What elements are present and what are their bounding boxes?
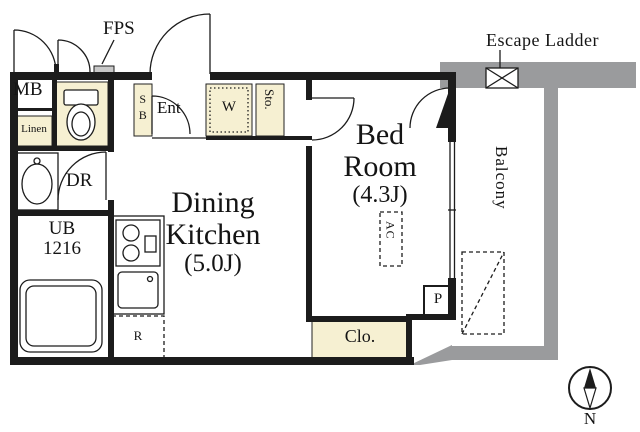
balcony-bottom-wall (452, 346, 558, 360)
compass-north-label: N (583, 409, 597, 428)
meter-box-door-arc (13, 29, 57, 73)
linen-area (15, 115, 53, 147)
shoe-box-door-arc (151, 95, 191, 135)
pipe-space-label: P (433, 291, 443, 307)
escape-ladder-icon (485, 50, 519, 89)
kitchen-counter-icon (111, 215, 165, 315)
pipe-space-box (423, 285, 453, 317)
compass-icon (568, 366, 612, 411)
balcony-right-wall (544, 62, 558, 360)
balcony-structure (410, 62, 636, 365)
balcony-diagonal-wall (410, 345, 452, 365)
storage-area (255, 83, 285, 137)
dining-kitchen-label: Dining Kitchen (5.0J) (118, 187, 308, 277)
escape-ladder-label: Escape Ladder (486, 30, 599, 50)
unit-bath-line2: 1216 (43, 238, 81, 260)
unit-bath-label: UB 1216 (26, 218, 98, 260)
bedroom-line1: Bed (355, 118, 405, 151)
refrigerator-box (111, 315, 165, 359)
washing-machine-pad-icon (209, 87, 249, 133)
bedroom-line2: Room (343, 149, 417, 183)
fridge-label: R (133, 328, 143, 343)
entrance-label: Ent (157, 98, 181, 117)
balcony-window (448, 142, 456, 278)
meter-box-door2-arc (57, 39, 91, 73)
walls (10, 64, 456, 365)
balcony-label: Balcony (492, 146, 512, 210)
closet-area (311, 319, 409, 359)
washer-area (205, 83, 253, 137)
ac-label: AC (383, 221, 398, 240)
balcony-hatch-box (461, 251, 505, 335)
dressing-room-label: DR (66, 170, 93, 191)
shoe-box-label: SB (135, 92, 150, 124)
washbasin-icon (15, 152, 59, 211)
bedroom-door-arc (311, 97, 355, 141)
dining-kitchen-line1: Dining (171, 186, 255, 219)
dressing-room-door-arc (57, 151, 107, 201)
washer-label: W (221, 99, 237, 115)
bathtub-icon (19, 279, 103, 353)
unit-bath-line1: UB (48, 218, 76, 239)
closet-label: Clo. (344, 326, 376, 346)
dining-kitchen-line2: Kitchen (165, 217, 261, 251)
fps-label: FPS (103, 18, 135, 39)
highlight-areas (15, 81, 409, 359)
dining-kitchen-size: (5.0J) (184, 249, 242, 277)
entrance-door-arc (149, 13, 211, 75)
door-swings (13, 13, 451, 201)
bedroom-label: Bed Room (4.3J) (310, 119, 450, 208)
balcony-top-wall (440, 62, 636, 88)
toilet-icon (63, 89, 99, 141)
linen-label: Linen (21, 123, 47, 135)
meter-box-label: MB (13, 79, 43, 100)
storage-label: Sto. (261, 89, 277, 110)
ac-unit-box (379, 211, 403, 267)
balcony-door-leaf (436, 88, 450, 128)
bedroom-size: (4.3J) (352, 181, 408, 208)
